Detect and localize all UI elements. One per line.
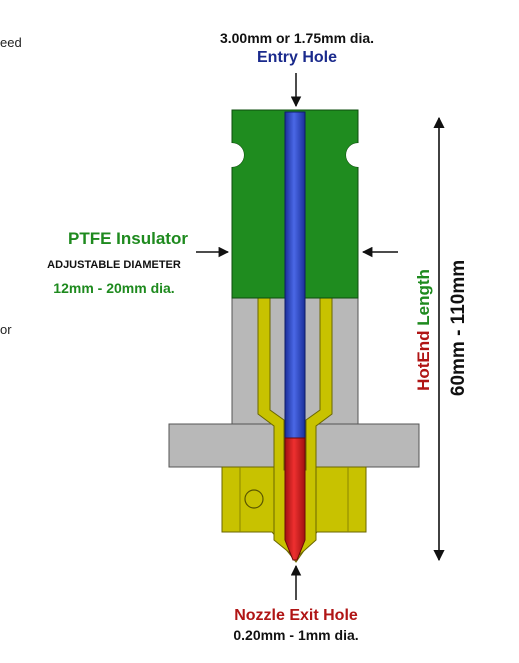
entry-hole-title: Entry Hole — [256, 49, 338, 66]
filament-path-hot — [284, 437, 306, 561]
filament-path-cold — [284, 111, 306, 439]
nozzle-screw-hole — [244, 489, 264, 509]
entry-size-label: 3.00mm or 1.75mm dia. — [219, 30, 375, 46]
hotend-length-label: HotEnd Length — [414, 269, 434, 391]
cropped-text-fragment-top: eed — [0, 35, 22, 50]
length-word: Length — [414, 269, 433, 326]
ptfe-insulator-title: PTFE Insulator — [68, 229, 188, 248]
nozzle-exit-title: Nozzle Exit Hole — [234, 607, 358, 624]
nozzle-exit-size: 0.20mm - 1mm dia. — [233, 627, 359, 643]
hotend-length-range: 60mm - 110mm — [448, 259, 469, 397]
ptfe-diameter-range: 12mm - 20mm dia. — [53, 280, 175, 296]
ptfe-adjustable-label: ADJUSTABLE DIAMETER — [47, 259, 181, 271]
cropped-text-fragment-mid: or — [0, 322, 12, 337]
mount-notch-right — [346, 143, 370, 167]
hotend-word: HotEnd — [414, 330, 433, 391]
mount-notch-left — [220, 143, 244, 167]
